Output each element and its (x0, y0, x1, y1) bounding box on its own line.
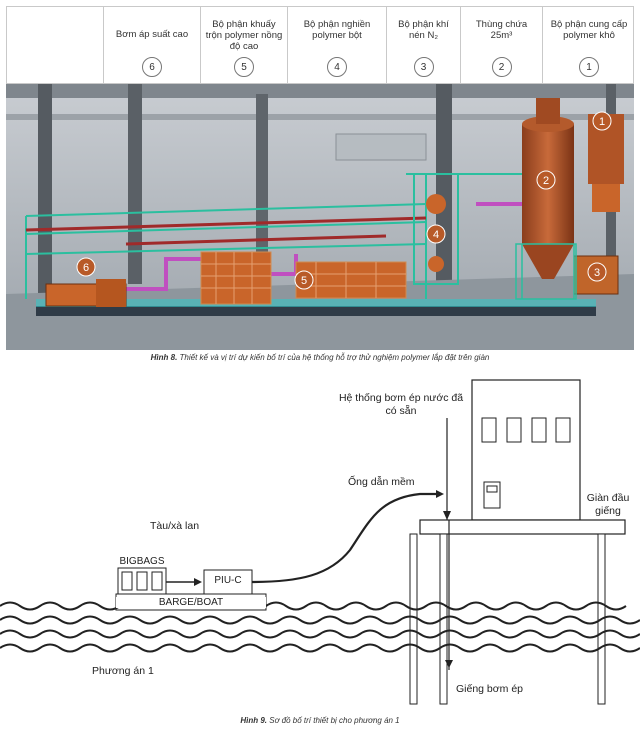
wellhead-platform-label: Giàn đầu giếng (586, 492, 630, 517)
header-label: Bộ phận khuấy trộn polymer nồng độ cao (205, 19, 283, 52)
render-marker-5: 5 (301, 275, 307, 287)
flexible-hose-label: Ống dẫn mềm (348, 476, 415, 488)
caption-label: Hình 9. (240, 716, 268, 725)
existing-injection-system-label: Hệ thống bơm ép nước đã có sẵn (338, 392, 464, 417)
header-cell-empty (7, 7, 103, 83)
header-label: Bộ phận nghiền polymer bột (303, 19, 371, 41)
figure-8-caption: Hình 8. Thiết kế và vị trí dự kiến bố tr… (0, 353, 640, 362)
header-label: Bộ phận cung cấp polymer khô (550, 19, 628, 41)
render-marker-4: 4 (433, 229, 439, 241)
header-cell-feeder: Bộ phận cung cấp polymer khô 1 (542, 7, 635, 83)
header-cell-nitrogen: Bộ phận khí nén N₂ 3 (386, 7, 460, 83)
injection-well-label: Giếng bơm ép (456, 683, 524, 695)
caption-label: Hình 8. (150, 353, 178, 362)
header-number: 6 (142, 57, 162, 77)
option-label: Phương án 1 (92, 665, 154, 677)
piu-c-label: PIU-C (214, 575, 242, 586)
render-marker-3: 3 (594, 267, 600, 279)
barge-label: BARGE/BOAT (116, 597, 266, 608)
caption-text: Thiết kế và vị trí dự kiến bố trí của hệ… (177, 353, 490, 362)
render-marker-6: 6 (83, 262, 89, 274)
platform-3d-render: 1 2 3 4 5 6 (6, 84, 634, 350)
header-number: 3 (413, 57, 434, 77)
header-number: 1 (579, 57, 599, 77)
bigbags-label: BIGBAGS (119, 556, 165, 567)
header-cell-mixer: Bộ phận khuấy trộn polymer nồng độ cao 5 (200, 7, 287, 83)
component-header-table: Bơm áp suất cao 6 Bộ phận khuấy trộn pol… (6, 6, 634, 84)
figure-9-caption: Hình 9. Sơ đồ bố trí thiết bị cho phương… (0, 716, 640, 725)
option-1-schematic (0, 379, 640, 705)
render-marker-1: 1 (599, 116, 605, 128)
header-label: Bơm áp suất cao (115, 29, 189, 40)
header-cell-grinder: Bộ phận nghiền polymer bột 4 (287, 7, 386, 83)
vessel-label: Tàu/xà lan (150, 520, 200, 532)
header-label: Thùng chứa 25m³ (475, 19, 528, 41)
header-cell-tank: Thùng chứa 25m³ 2 (460, 7, 542, 83)
header-number: 5 (234, 57, 254, 77)
header-cell-pump: Bơm áp suất cao 6 (103, 7, 200, 83)
caption-text: Sơ đồ bố trí thiết bị cho phương án 1 (267, 716, 400, 725)
header-label: Bộ phận khí nén N₂ (398, 19, 449, 41)
render-marker-2: 2 (543, 175, 549, 187)
header-number: 4 (327, 57, 347, 77)
header-number: 2 (491, 57, 512, 77)
